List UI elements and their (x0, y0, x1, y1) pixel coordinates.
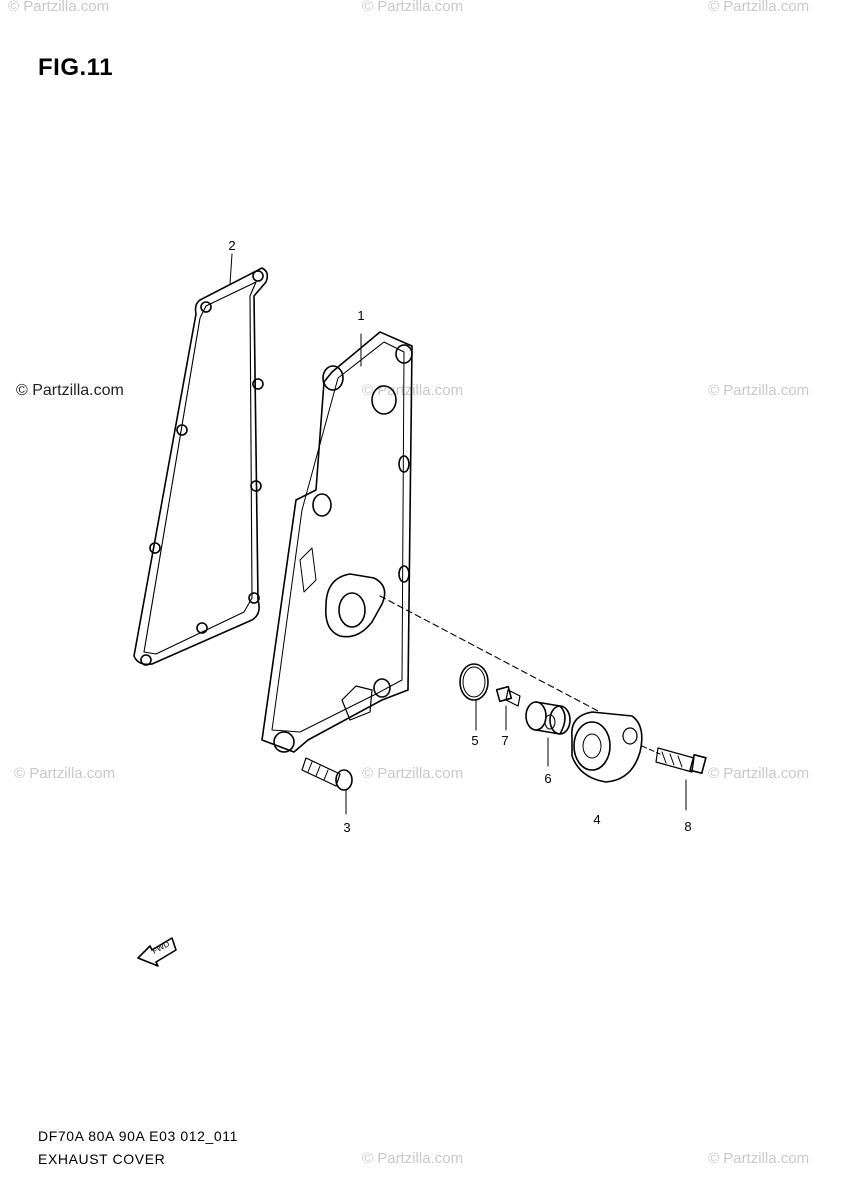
bolt-part-7 (495, 685, 521, 731)
exhaust-cover-part-1 (261, 331, 413, 753)
fwd-arrow-icon: FWD (137, 937, 177, 967)
bolt-part-3 (301, 757, 353, 815)
gasket-part-2 (133, 253, 269, 666)
elbow-part-4 (571, 711, 661, 783)
watermark-low-left: © Partzilla.com (14, 765, 116, 782)
diagram-name: EXHAUST COVER (38, 1151, 166, 1167)
watermark-top-left: © Partzilla.com (8, 0, 110, 15)
watermark-top-right: © Partzilla.com (708, 0, 810, 15)
callout-7: 7 (501, 733, 509, 748)
diagram-code: DF70A 80A 90A E03 012_011 (38, 1128, 239, 1144)
watermark-mid-right: © Partzilla.com (708, 382, 810, 399)
bolt-part-8 (655, 747, 707, 811)
callout-2: 2 (228, 238, 236, 253)
watermark-low-center: © Partzilla.com (362, 765, 464, 782)
callout-8: 8 (684, 819, 692, 834)
callout-1: 1 (357, 308, 365, 323)
assembly-line (379, 595, 601, 713)
watermark-mid-left: © Partzilla.com (16, 382, 124, 399)
watermark-bottom-center: © Partzilla.com (362, 1150, 464, 1167)
callout-6: 6 (544, 771, 552, 786)
o-ring-part-5 (459, 663, 489, 731)
watermark-top-center: © Partzilla.com (362, 0, 464, 15)
callout-5: 5 (471, 733, 479, 748)
collar-part-6 (525, 701, 571, 767)
callout-3: 3 (343, 820, 351, 835)
watermark-low-right: © Partzilla.com (708, 765, 810, 782)
callout-4: 4 (593, 812, 601, 827)
watermark-bottom-right: © Partzilla.com (708, 1150, 810, 1167)
figure-title: FIG.11 (38, 54, 114, 81)
